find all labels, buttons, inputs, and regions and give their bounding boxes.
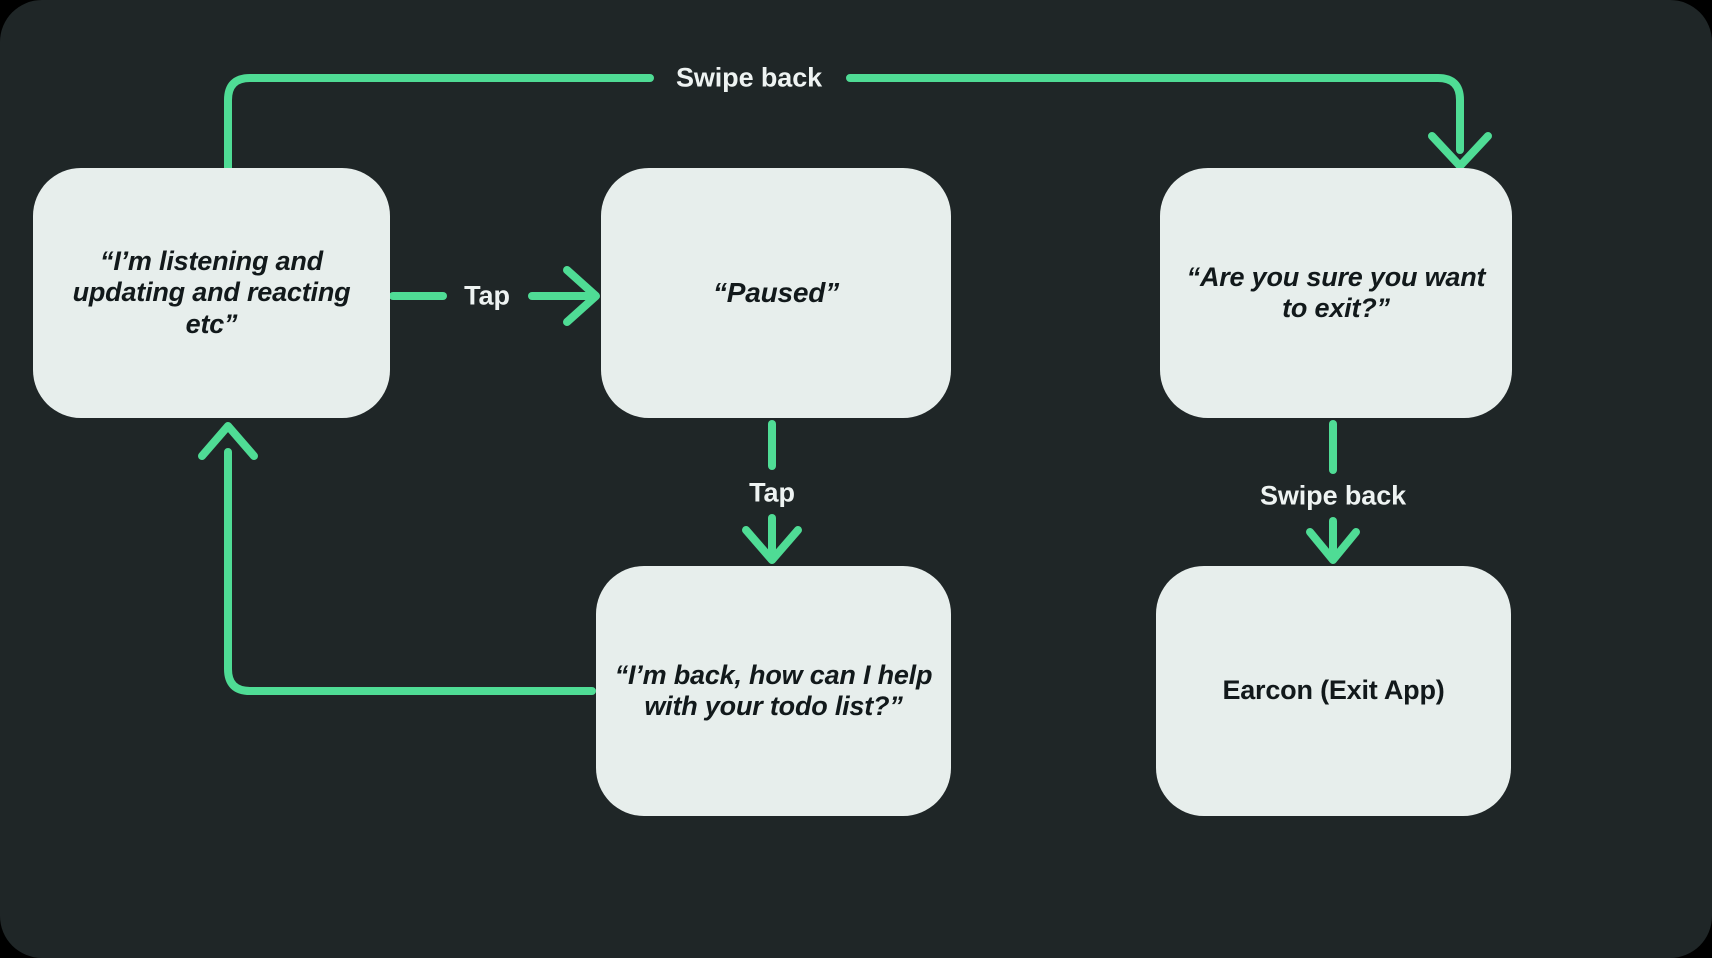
node-back[interactable]: “I’m back, how can I help with your todo… [596, 566, 951, 816]
edge-swipe-down-arrowhead [1306, 528, 1360, 564]
node-paused[interactable]: “Paused” [601, 168, 951, 418]
node-exit-confirm[interactable]: “Are you sure you want to exit?” [1160, 168, 1512, 418]
edge-swipe-back-top-right-segment [846, 74, 1464, 154]
edge-return-loop-arrowhead [198, 422, 258, 460]
edge-swipe-back-top-arrowhead [1428, 132, 1492, 170]
node-back-label: “I’m back, how can I help with your todo… [614, 659, 933, 721]
edge-tap-right-arrowhead [563, 266, 600, 326]
node-listening[interactable]: “I’m listening and updating and reacting… [33, 168, 390, 418]
node-earcon-exit-app[interactable]: Earcon (Exit App) [1156, 566, 1511, 816]
node-paused-label: “Paused” [713, 276, 839, 308]
edge-label-swipe-back-top: Swipe back [675, 62, 823, 93]
edge-swipe-back-top-left-segment [224, 74, 654, 172]
edge-label-tap-right: Tap [464, 280, 510, 311]
edge-return-loop-path [224, 448, 596, 695]
node-listening-label: “I’m listening and updating and reacting… [72, 246, 351, 339]
node-exit-confirm-label: “Are you sure you want to exit?” [1186, 261, 1486, 323]
edge-label-tap-down: Tap [749, 477, 795, 508]
edge-tap-down-arrowhead [742, 526, 802, 564]
edge-label-swipe-back-down: Swipe back [1259, 480, 1407, 511]
node-earcon-exit-app-label: Earcon (Exit App) [1222, 675, 1445, 706]
